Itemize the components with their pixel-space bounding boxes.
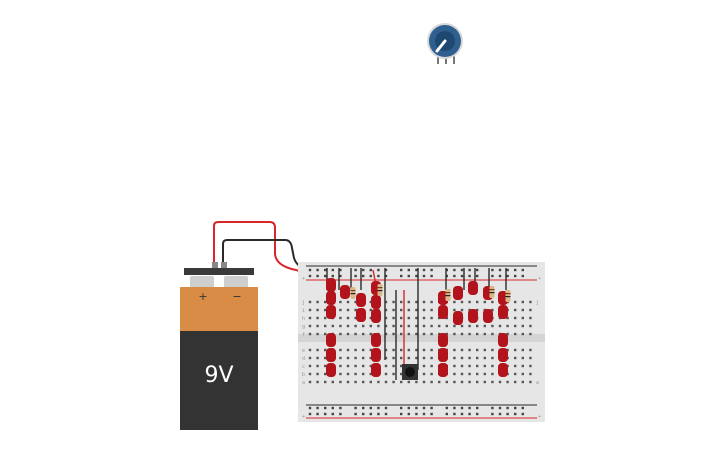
row-letter-right: a xyxy=(536,380,539,386)
led-red[interactable] xyxy=(371,309,381,323)
breadboard-center-channel xyxy=(298,334,545,342)
led-red[interactable] xyxy=(438,333,448,347)
led-red[interactable] xyxy=(371,348,381,362)
battery-top xyxy=(180,287,258,331)
led-red[interactable] xyxy=(438,363,448,377)
battery-9v[interactable]: + − 9V xyxy=(180,262,258,430)
row-letter: g xyxy=(302,324,305,330)
led-red[interactable] xyxy=(326,348,336,362)
potentiometer[interactable] xyxy=(427,23,463,64)
row-letter: e xyxy=(302,348,305,354)
led-red[interactable] xyxy=(326,291,336,305)
battery-minus-label: − xyxy=(232,290,241,303)
led-red[interactable] xyxy=(468,309,478,323)
rail-plus-label-bottom: + xyxy=(302,414,305,420)
led-red[interactable] xyxy=(371,295,381,309)
rail-plus-label-top: + xyxy=(302,276,305,282)
row-letter: c xyxy=(302,364,305,370)
rail-plus-label-bottom-right: + xyxy=(538,414,541,420)
row-letter-right: j xyxy=(536,300,539,306)
led-red[interactable] xyxy=(453,311,463,325)
push-button-icon[interactable] xyxy=(405,367,415,377)
battery-plus-label: + xyxy=(198,290,207,303)
led-red[interactable] xyxy=(483,309,493,323)
led-red[interactable] xyxy=(356,308,366,322)
led-red[interactable] xyxy=(340,285,350,299)
row-letter: i xyxy=(302,308,305,314)
row-letter: a xyxy=(302,380,305,386)
led-red[interactable] xyxy=(498,305,508,319)
led-red[interactable] xyxy=(371,363,381,377)
led-red[interactable] xyxy=(326,305,336,319)
led-red[interactable] xyxy=(438,348,448,362)
rail-plus-label-top-right: + xyxy=(538,276,541,282)
row-letter: d xyxy=(302,356,305,362)
battery-plus-terminal[interactable] xyxy=(190,276,214,290)
row-letter: b xyxy=(302,372,305,378)
led-red[interactable] xyxy=(438,305,448,319)
push-button[interactable] xyxy=(402,364,418,380)
battery-voltage-label: 9V xyxy=(204,363,233,388)
led-red[interactable] xyxy=(453,286,463,300)
battery-wires[interactable] xyxy=(213,221,313,277)
battery-minus-terminal[interactable] xyxy=(224,276,248,290)
breadboard-components[interactable] xyxy=(326,268,511,380)
led-red[interactable] xyxy=(498,333,508,347)
led-red[interactable] xyxy=(498,363,508,377)
battery-body xyxy=(180,331,258,430)
battery-cap xyxy=(184,268,254,275)
led-red[interactable] xyxy=(498,348,508,362)
row-letter: h xyxy=(302,316,305,322)
led-red[interactable] xyxy=(371,333,381,347)
led-red[interactable] xyxy=(326,333,336,347)
led-red[interactable] xyxy=(356,293,366,307)
led-red[interactable] xyxy=(468,281,478,295)
row-letter: f xyxy=(302,332,305,338)
led-red[interactable] xyxy=(326,363,336,377)
led-red[interactable] xyxy=(326,278,336,292)
row-letter: j xyxy=(302,300,305,306)
